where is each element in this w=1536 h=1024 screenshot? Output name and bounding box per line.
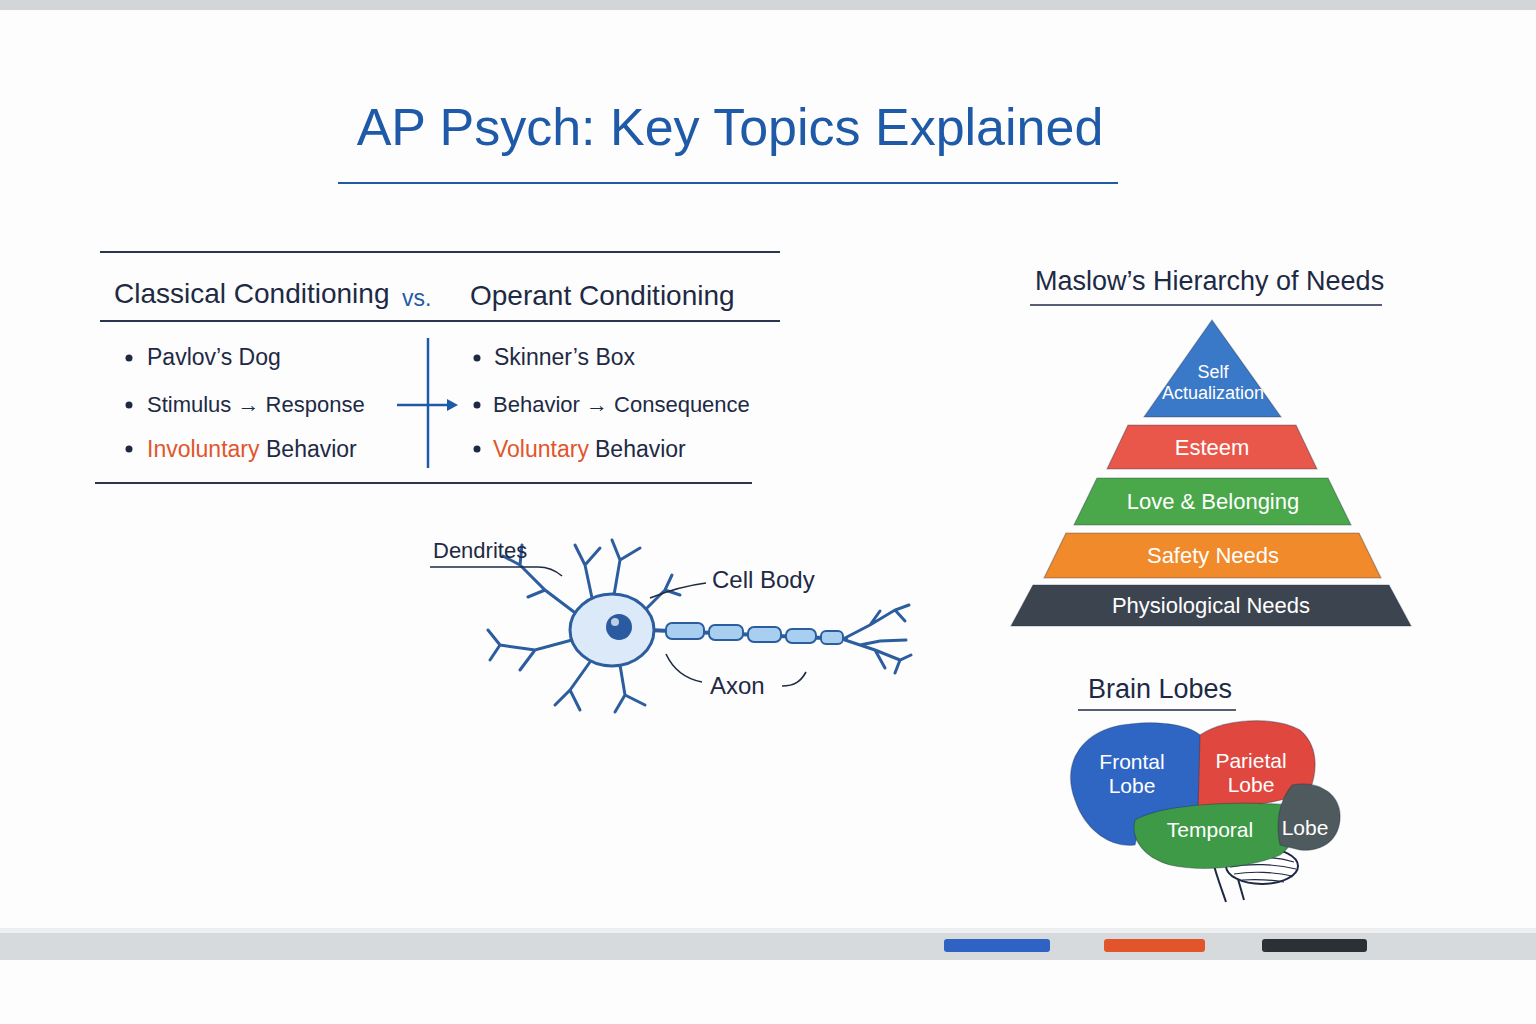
nucleus-highlight: [611, 618, 619, 626]
node-text: Safety Needs: [1043, 543, 1383, 568]
brain-lobe: Temporal: [1128, 800, 1300, 875]
node-text: Self Actualization: [1153, 362, 1273, 403]
pyramid-level: Physiological Needs: [1010, 584, 1412, 627]
highlight-word: Involuntary: [147, 436, 260, 462]
table-rule: [95, 482, 752, 484]
node-text: Temporal: [1150, 818, 1270, 842]
marker-tray: [0, 928, 1536, 960]
pyramid-level: Safety Needs: [1043, 532, 1383, 579]
node-text: Physiological Needs: [1010, 593, 1412, 618]
bullet: [126, 355, 133, 362]
myelin-sheath: [666, 623, 843, 644]
board-frame: [0, 0, 1536, 10]
leader-line: [782, 672, 806, 686]
bullet: [126, 446, 133, 453]
pyramid-level: Self Actualization: [1143, 318, 1283, 419]
nucleus: [606, 614, 632, 640]
part-label: Dendrites: [433, 538, 527, 563]
node-fill: [1011, 585, 1411, 626]
title-underline: [338, 182, 1118, 184]
dendrite: [488, 630, 572, 670]
bullet: [474, 402, 481, 409]
column-heading: Operant Conditioning: [470, 280, 735, 312]
bullet-text: Skinner’s Box: [494, 344, 635, 370]
dendrite: [612, 540, 640, 595]
node-fill: [1144, 320, 1281, 417]
neuron-drawing: [430, 540, 911, 712]
myelin-segment: [748, 627, 781, 642]
dendrite-branches: [488, 540, 911, 712]
section-heading: Brain Lobes: [1088, 674, 1232, 705]
node-fill: [1134, 803, 1295, 868]
pyramid-level: Love & Belonging: [1073, 477, 1353, 526]
node-text: Love & Belonging: [1073, 489, 1353, 514]
axon-terminals: [845, 605, 911, 673]
dendrite: [555, 662, 590, 710]
pyramid-level: Esteem: [1106, 424, 1318, 470]
dendrite: [575, 545, 600, 598]
tray-edge: [0, 928, 1536, 933]
column-heading: Classical Conditioning: [114, 278, 389, 310]
black-marker: [1262, 939, 1367, 952]
bullet-text: Pavlov’s Dog: [147, 344, 281, 370]
bullet: [474, 446, 481, 453]
part-label: Axon: [710, 672, 765, 700]
node-text: Parietal Lobe: [1203, 749, 1299, 797]
versus-label: vs.: [402, 285, 431, 311]
node-text: Frontal Lobe: [1088, 750, 1176, 798]
node-text: Esteem: [1106, 435, 1318, 460]
bullet-text: Behavior → Consequence: [493, 392, 750, 417]
blue-marker: [944, 939, 1050, 952]
title-heading: AP Psych: Key Topics Explained: [300, 98, 1160, 158]
part-label: Cell Body: [712, 566, 815, 594]
section-heading: Maslow’s Hierarchy of Needs: [1035, 266, 1384, 297]
cell-body-shape: [570, 594, 654, 666]
highlight-word: Voluntary: [493, 436, 589, 462]
column-divider: [427, 338, 430, 468]
compare-arrow: [397, 404, 450, 407]
myelin-segment: [786, 629, 816, 643]
bullet-text: Behavior: [266, 436, 357, 462]
leader-line: [666, 654, 702, 682]
arrow-head: [447, 399, 458, 411]
leader-line: [650, 583, 706, 598]
myelin-segment: [666, 623, 704, 639]
heading-underline: [1030, 304, 1382, 306]
bullet-text: Stimulus → Response: [147, 392, 365, 417]
node-fill: [1107, 425, 1317, 469]
myelin-segment: [709, 625, 743, 640]
table-lines: [95, 252, 780, 483]
bullet: [474, 355, 481, 362]
red-marker: [1104, 939, 1205, 952]
node-text: Lobe: [1275, 816, 1335, 840]
bullet: [126, 402, 133, 409]
table-rule: [100, 320, 780, 322]
leader-line: [430, 567, 562, 576]
dendrite: [645, 575, 680, 610]
dendrite: [615, 665, 645, 712]
bullet-text: Behavior: [595, 436, 686, 462]
brain-lobe: Lobe: [1275, 778, 1345, 855]
myelin-segment: [821, 631, 843, 644]
table-rule: [100, 251, 780, 253]
heading-underline: [1078, 709, 1236, 711]
